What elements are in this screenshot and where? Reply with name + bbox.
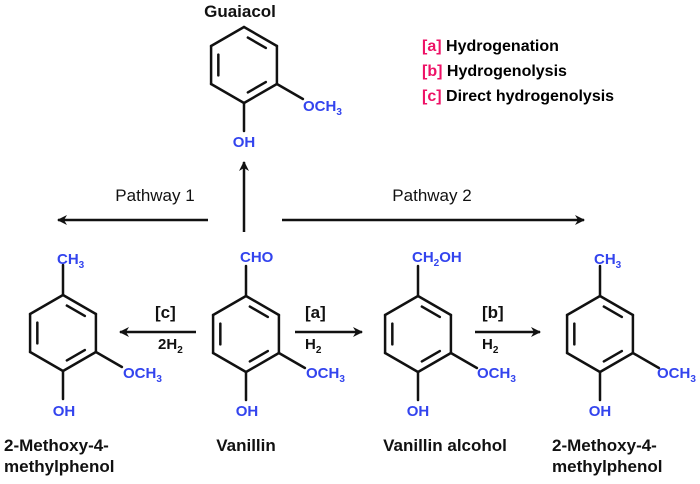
guaiacol-ring-double-bond	[246, 80, 268, 94]
legend-text: Hydrogenation	[446, 38, 559, 55]
vanillin-ring-bond	[211, 294, 248, 317]
legend-text: Hydrogenolysis	[446, 63, 567, 80]
guaiacol-ring-och3-bond	[275, 82, 305, 101]
group-och3: OCH3	[657, 365, 696, 385]
group-ch2oh: CH2OH	[412, 249, 462, 269]
group-och3: OCH3	[306, 365, 345, 385]
reaction-c-reagent: 2H2	[158, 336, 183, 356]
legend-item-b: [b] Hydrogenolysis	[422, 59, 614, 84]
legend-tag: [b]	[422, 63, 443, 80]
group-ch3: CH3	[57, 251, 85, 271]
group-och3: OCH3	[303, 98, 342, 118]
legend-text: Direct hydrogenolysis	[446, 88, 615, 105]
product-left-ring-double-bond	[65, 348, 87, 362]
guaiacol-ring-bond	[242, 25, 279, 48]
product-right-ring-bond	[565, 294, 602, 317]
vanillin-alcohol-ring-bond	[383, 294, 420, 317]
product-left-ring-bond	[61, 293, 98, 316]
group-oh: OH	[588, 403, 612, 420]
reaction-c-tag: [c]	[155, 303, 176, 322]
vanillin-alcohol-ring-och3-bond	[449, 351, 479, 370]
vanillin-ring-bond	[244, 351, 281, 374]
vanillin-ring-bond	[211, 351, 248, 374]
guaiacol-ring-bond	[209, 25, 246, 48]
group-oh: OH	[406, 403, 430, 420]
product-left-ring-bond	[28, 293, 65, 316]
group-ch3: CH3	[594, 251, 622, 271]
product-right-ring-double-bond	[602, 349, 624, 363]
vanillin-alcohol-ring-double-bond	[420, 349, 442, 363]
reaction-a-reagent: H2	[305, 336, 322, 356]
guaiacol-label: Guaiacol	[204, 2, 276, 21]
legend-item-c: [c] Direct hydrogenolysis	[422, 84, 614, 109]
product-left-label-2: methylphenol	[4, 457, 115, 476]
pathway-1-label: Pathway 1	[115, 186, 195, 205]
group-oh: OH	[235, 403, 259, 420]
reaction-a-tag: [a]	[305, 303, 326, 322]
product-right-ring-bond	[598, 294, 635, 317]
reaction-b-tag: [b]	[482, 303, 504, 322]
reaction-b-reagent: H2	[482, 336, 499, 356]
vanillin-ring-bond	[244, 294, 281, 317]
product-left-ring-bond	[61, 350, 98, 373]
group-och3: OCH3	[477, 365, 516, 385]
vanillin-ring-och3-bond	[277, 351, 307, 370]
vanillin-alcohol-ring-double-bond	[420, 305, 442, 319]
vanillin-alcohol-ring-bond	[416, 351, 453, 374]
product-left-label-1: 2-Methoxy-4-	[4, 436, 109, 455]
product-right-label-1: 2-Methoxy-4-	[552, 436, 657, 455]
product-right-ring-bond	[598, 351, 635, 374]
group-oh: OH	[232, 134, 256, 151]
product-left-ring-bond	[28, 350, 65, 373]
group-och3: OCH3	[123, 365, 162, 385]
guaiacol-ring-bond	[242, 82, 279, 105]
group-oh: OH	[52, 403, 76, 420]
vanillin-ring-double-bond	[248, 349, 270, 363]
group-cho: CHO	[240, 249, 274, 266]
legend-tag: [c]	[422, 88, 442, 105]
product-left-ring-och3-bond	[94, 350, 124, 369]
product-right-ring-och3-bond	[631, 351, 661, 370]
product-right-ring-bond	[565, 351, 602, 374]
legend: [a] Hydrogenation [b] Hydrogenolysis [c]…	[422, 34, 614, 109]
product-left-ring-double-bond	[65, 304, 87, 318]
product-right-ring-double-bond	[602, 305, 624, 319]
vanillin-label: Vanillin	[216, 436, 276, 455]
guaiacol-ring-double-bond	[246, 36, 268, 50]
pathway-2-label: Pathway 2	[392, 186, 472, 205]
vanillin-alcohol-ring-bond	[383, 351, 420, 374]
vanillin-alcohol-ring-bond	[416, 294, 453, 317]
legend-item-a: [a] Hydrogenation	[422, 34, 614, 59]
legend-tag: [a]	[422, 38, 442, 55]
vanillin-alcohol-label: Vanillin alcohol	[383, 436, 507, 455]
vanillin-ring-double-bond	[248, 305, 270, 319]
guaiacol-ring-bond	[209, 82, 246, 105]
product-right-label-2: methylphenol	[552, 457, 663, 476]
